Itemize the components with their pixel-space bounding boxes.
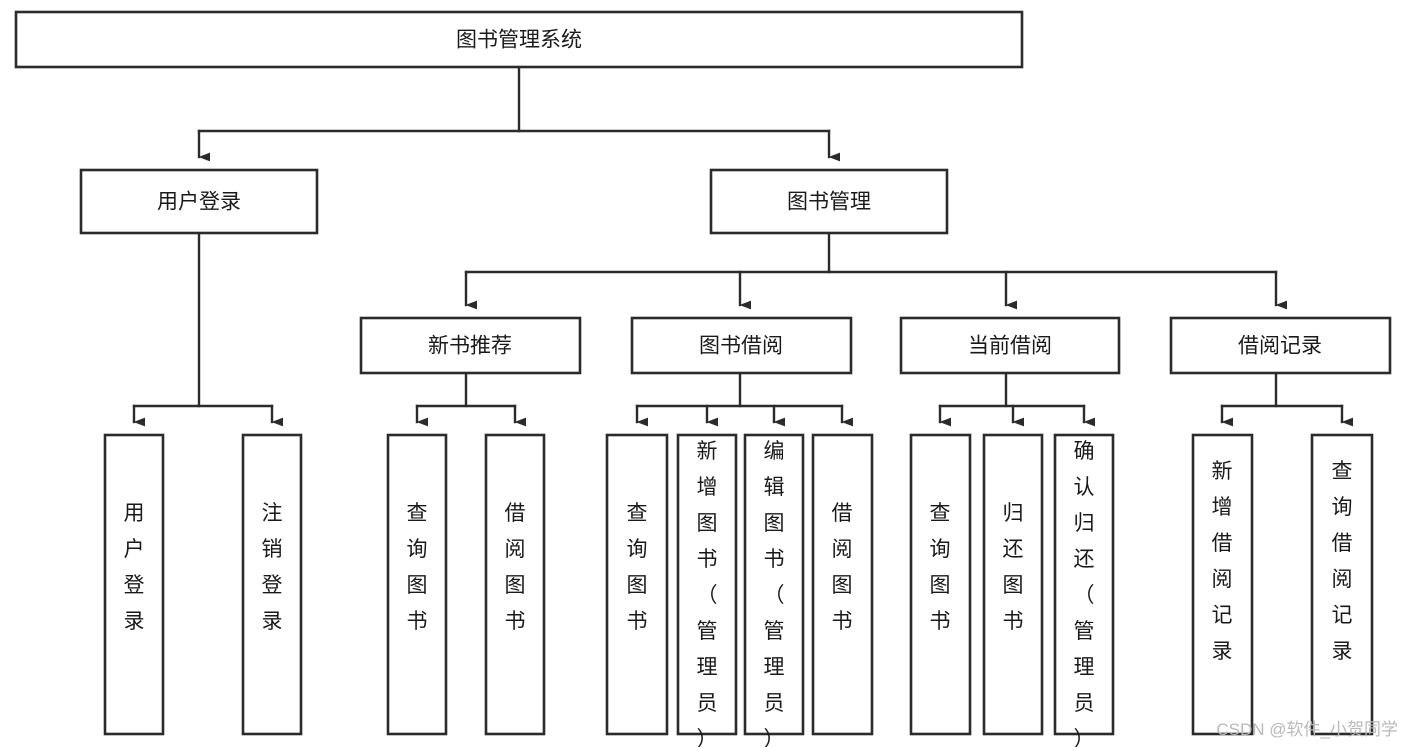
node-user-login-label: 用户登录 (157, 191, 241, 214)
csdn-watermark: CSDN @软件_小贺同学 (1216, 720, 1398, 739)
node-leaf-user-login-label: 用户登录 (124, 502, 145, 633)
node-leaf-borrow-book-1[interactable]: 借阅图书 (484, 433, 546, 736)
node-book-management[interactable]: 图书管理 (709, 168, 949, 235)
node-leaf-query-book-1-label: 查询图书 (407, 502, 428, 633)
node-book-borrow-label: 图书借阅 (699, 335, 783, 358)
node-leaf-confirm-return-admin-label: 确认归还（管理员） (1074, 440, 1095, 747)
node-book-borrow[interactable]: 图书借阅 (630, 316, 853, 375)
node-user-login-box[interactable] (79, 168, 319, 235)
connector-group-book-management (464, 231, 1287, 310)
node-leaf-confirm-return-admin-box[interactable] (1053, 433, 1115, 736)
connector-group-user-login (132, 231, 283, 427)
node-current-borrow[interactable]: 当前借阅 (899, 316, 1121, 375)
node-leaf-query-borrow-record[interactable]: 查询借阅记录 (1310, 433, 1374, 736)
node-book-management-box[interactable] (709, 168, 949, 235)
node-root-label: 图书管理系统 (456, 29, 582, 52)
node-leaf-edit-book-admin[interactable]: 编辑图书（管理员） (743, 433, 805, 747)
node-leaf-confirm-return-admin[interactable]: 确认归还（管理员） (1053, 433, 1115, 747)
node-leaf-logout-login-label: 注销登录 (262, 502, 283, 633)
node-current-borrow-box[interactable] (899, 316, 1121, 375)
connector-group-root (197, 65, 840, 162)
connector-group-current-borrow (938, 371, 1095, 427)
node-leaf-query-book-2-box[interactable] (605, 433, 669, 736)
node-leaf-query-book-3-label: 查询图书 (930, 502, 951, 633)
node-leaf-query-book-2[interactable]: 查询图书 (605, 433, 669, 736)
node-root-box[interactable] (14, 10, 1024, 69)
node-book-borrow-box[interactable] (630, 316, 853, 375)
node-leaf-borrow-book-2-box[interactable] (811, 433, 874, 736)
node-leaf-query-book-1-box[interactable] (386, 433, 448, 736)
node-leaf-return-book-box[interactable] (982, 433, 1044, 736)
node-leaf-add-borrow-record-box[interactable] (1191, 433, 1254, 736)
node-leaf-query-borrow-record-box[interactable] (1310, 433, 1374, 736)
node-leaf-borrow-book-1-box[interactable] (484, 433, 546, 736)
node-user-login[interactable]: 用户登录 (79, 168, 319, 235)
node-new-book-recommend[interactable]: 新书推荐 (359, 316, 582, 375)
node-new-book-recommend-label: 新书推荐 (428, 335, 512, 358)
node-leaf-add-book-admin[interactable]: 新增图书（管理员） (676, 433, 738, 747)
node-leaf-borrow-book-1-label: 借阅图书 (505, 502, 526, 633)
node-leaf-query-book-1[interactable]: 查询图书 (386, 433, 448, 736)
node-borrow-record[interactable]: 借阅记录 (1169, 316, 1392, 375)
node-leaf-borrow-book-2-label: 借阅图书 (832, 502, 853, 633)
node-leaf-return-book-label: 归还图书 (1003, 502, 1024, 633)
node-leaf-user-login[interactable]: 用户登录 (103, 433, 165, 736)
node-leaf-user-login-box[interactable] (103, 433, 165, 736)
node-current-borrow-label: 当前借阅 (968, 335, 1052, 358)
node-leaf-edit-book-admin-box[interactable] (743, 433, 805, 736)
node-new-book-recommend-box[interactable] (359, 316, 582, 375)
node-leaf-add-book-admin-label: 新增图书（管理员） (697, 440, 718, 747)
node-leaf-query-book-3[interactable]: 查询图书 (909, 433, 972, 736)
node-root[interactable]: 图书管理系统 (14, 10, 1024, 69)
node-book-management-label: 图书管理 (787, 191, 871, 214)
node-leaf-return-book[interactable]: 归还图书 (982, 433, 1044, 736)
node-leaf-add-borrow-record[interactable]: 新增借阅记录 (1191, 433, 1254, 736)
node-leaf-query-book-3-box[interactable] (909, 433, 972, 736)
node-leaf-logout-login-box[interactable] (241, 433, 303, 736)
connector-group-book-borrow (635, 371, 853, 427)
node-leaf-edit-book-admin-label: 编辑图书（管理员） (764, 440, 785, 747)
node-leaf-add-borrow-record-label: 新增借阅记录 (1212, 460, 1233, 663)
node-leaf-add-book-admin-box[interactable] (676, 433, 738, 736)
node-borrow-record-box[interactable] (1169, 316, 1392, 375)
connector-group-borrow-record (1220, 371, 1353, 427)
node-borrow-record-label: 借阅记录 (1238, 335, 1322, 358)
node-leaf-borrow-book-2[interactable]: 借阅图书 (811, 433, 874, 736)
connector-group-new-book-recommend (415, 371, 526, 427)
node-leaf-logout-login[interactable]: 注销登录 (241, 433, 303, 736)
node-leaf-query-borrow-record-label: 查询借阅记录 (1332, 460, 1353, 663)
node-leaf-query-book-2-label: 查询图书 (627, 502, 648, 633)
